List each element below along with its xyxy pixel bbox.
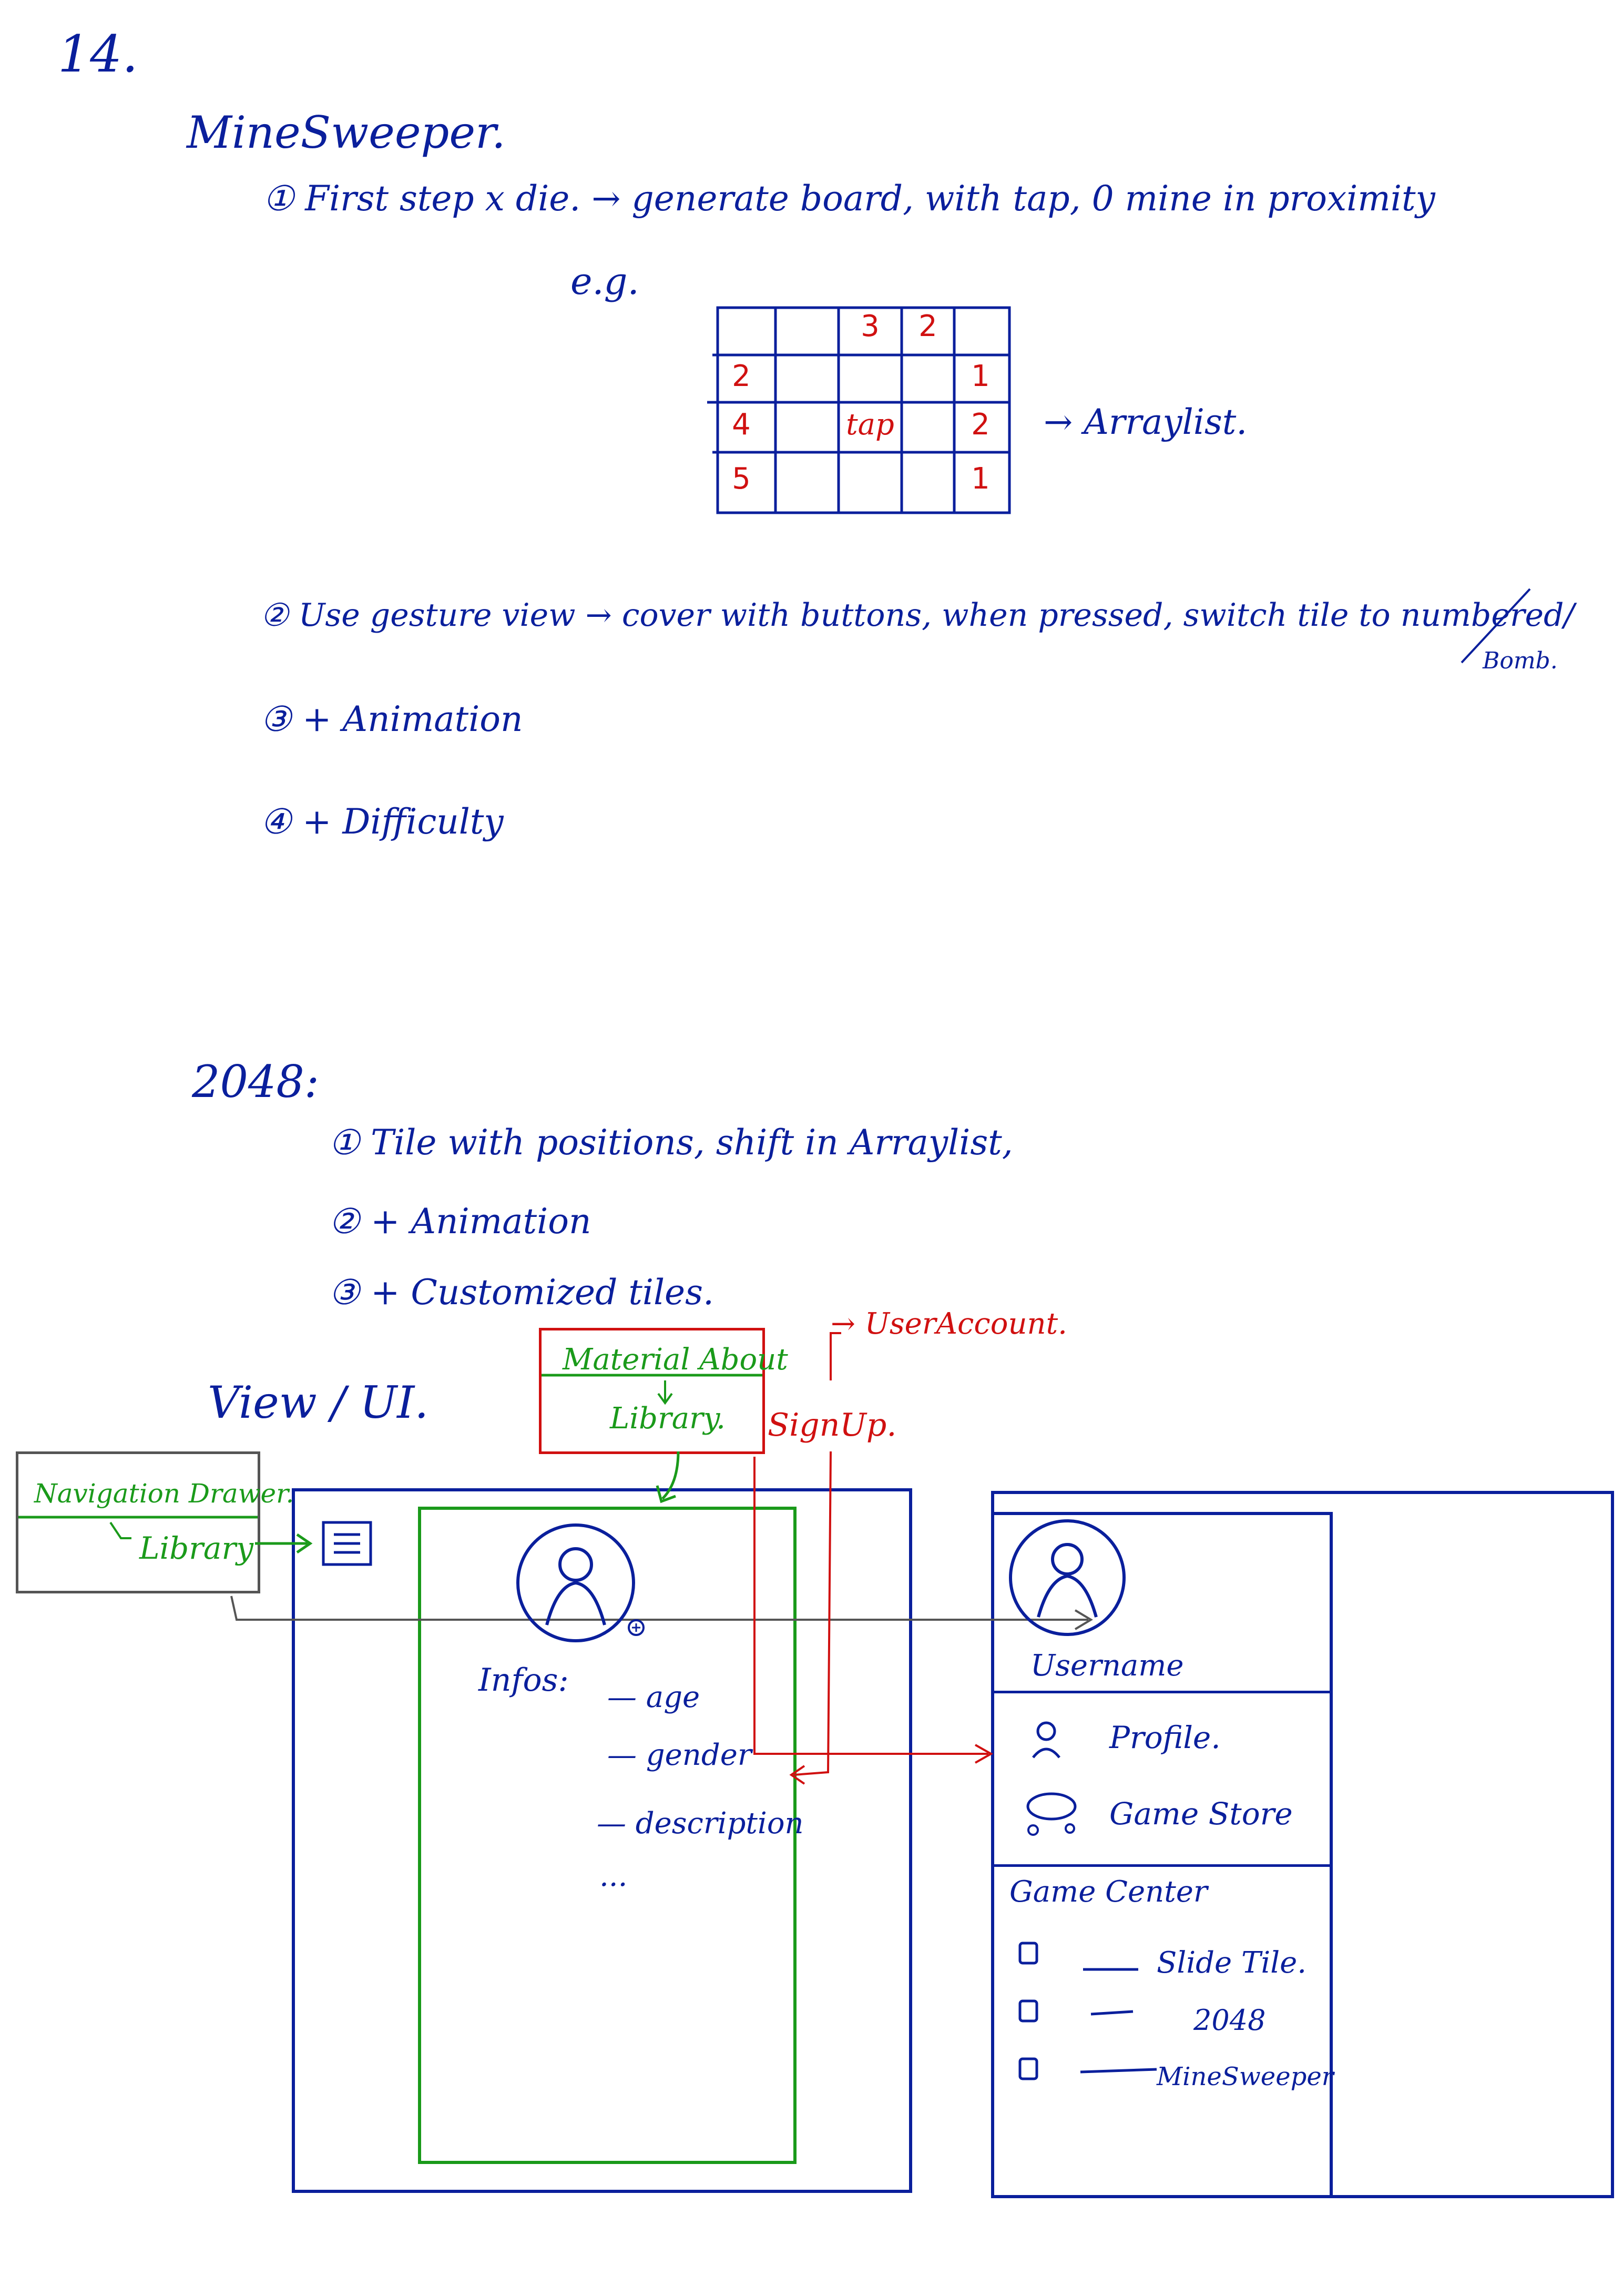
arraylist-note: → Arraylist. bbox=[1044, 402, 1248, 442]
game-2048-step-1: ① Tile with positions, shift in Arraylis… bbox=[329, 1122, 1013, 1163]
info-item-age: — age bbox=[607, 1680, 700, 1714]
drawer-game-minesweeper[interactable]: MineSweeper bbox=[1157, 2062, 1334, 2091]
drawer-item-profile[interactable]: Profile. bbox=[1109, 1720, 1221, 1755]
material-about-annotation: Material About Library. bbox=[539, 1328, 788, 1454]
minesweeper-step-1: ① First step x die. → generate board, wi… bbox=[263, 178, 1435, 219]
grid-cell: 1 bbox=[971, 461, 990, 496]
drawer-game-center-heading: Game Center bbox=[1009, 1875, 1208, 1909]
drawer-panel bbox=[991, 1512, 1333, 2198]
game-2048-title: 2048: bbox=[192, 1056, 320, 1108]
info-item-description: — description bbox=[597, 1806, 804, 1841]
example-board-grid: 3 2 2 1 4 tap 2 5 1 bbox=[712, 305, 1007, 515]
drawer-divider-top bbox=[994, 1691, 1330, 1693]
checkbox-icon bbox=[1018, 2057, 1038, 2080]
arrow-signup-to-infos bbox=[789, 1451, 832, 1785]
grid-cell: 3 bbox=[861, 309, 880, 343]
material-library-label: Library. bbox=[610, 1401, 726, 1436]
grid-cell: 5 bbox=[732, 461, 751, 496]
drawer-item-game-store[interactable]: Game Store bbox=[1109, 1796, 1293, 1832]
user-avatar-icon[interactable] bbox=[515, 1522, 652, 1643]
checkbox-icon bbox=[1018, 1999, 1038, 2023]
arrow-to-user-account bbox=[830, 1332, 841, 1380]
user-account-label: → UserAccount. bbox=[831, 1307, 1067, 1341]
grid-cell: 2 bbox=[732, 359, 751, 393]
hamburger-menu-icon[interactable] bbox=[321, 1520, 373, 1567]
grid-cell-tap: tap bbox=[846, 408, 894, 442]
checkbox-icon bbox=[1018, 1942, 1038, 1965]
info-item-gender: — gender bbox=[607, 1738, 752, 1772]
grid-cell: 2 bbox=[971, 408, 990, 442]
arrow-material-to-panel bbox=[656, 1451, 680, 1503]
grid-cell: 4 bbox=[732, 408, 751, 442]
minesweeper-step-2: ② Use gesture view → cover with buttons,… bbox=[260, 597, 1575, 634]
phone-frame-main bbox=[292, 1488, 912, 2193]
arrow-signup-to-drawer bbox=[753, 1457, 994, 1764]
arrow-nav-inner bbox=[109, 1521, 131, 1539]
game-2048-step-2: ② + Animation bbox=[329, 1201, 591, 1242]
grid-cell: 2 bbox=[918, 309, 937, 343]
drawer-game-slide-tile[interactable]: Slide Tile. bbox=[1157, 1946, 1307, 1980]
page-number: 14. bbox=[58, 25, 138, 84]
game-list-marks bbox=[1018, 1942, 1157, 2080]
phone-frame-drawer bbox=[991, 1491, 1614, 2198]
minesweeper-step-3: ③ + Animation bbox=[260, 699, 523, 739]
example-label: e.g. bbox=[570, 260, 639, 303]
view-ui-title: View / UI. bbox=[208, 1377, 429, 1428]
material-about-label: Material About bbox=[563, 1343, 788, 1377]
minesweeper-step-2-tail: Bomb. bbox=[1483, 647, 1558, 674]
plus-circle-icon[interactable] bbox=[628, 1620, 649, 1641]
drawer-game-2048[interactable]: 2048 bbox=[1193, 2004, 1266, 2037]
arrow-material-inner bbox=[657, 1380, 673, 1405]
example-board-lines bbox=[707, 306, 1011, 514]
info-item-more: ... bbox=[599, 1859, 628, 1893]
arrow-nav-to-menu bbox=[255, 1533, 313, 1554]
game-2048-step-3: ③ + Customized tiles. bbox=[329, 1272, 714, 1313]
grid-cell: 1 bbox=[971, 359, 990, 393]
infos-label: Infos: bbox=[478, 1662, 569, 1699]
nav-drawer-annotation: Navigation Drawer. Library bbox=[16, 1451, 294, 1593]
minesweeper-step-4: ④ + Difficulty bbox=[260, 801, 504, 842]
arrow-nav-to-drawer bbox=[230, 1596, 1093, 1630]
minesweeper-title: MineSweeper. bbox=[187, 107, 506, 158]
about-content-panel bbox=[418, 1507, 797, 2164]
drawer-avatar-icon[interactable] bbox=[1007, 1517, 1128, 1638]
signup-label: SignUp. bbox=[768, 1407, 897, 1444]
drawer-divider-bottom bbox=[994, 1864, 1330, 1867]
speech-bubble-icon bbox=[1026, 1792, 1077, 1836]
slash-mark bbox=[1461, 588, 1531, 664]
person-icon bbox=[1032, 1721, 1060, 1759]
nav-drawer-library: Library bbox=[139, 1530, 253, 1566]
drawer-username[interactable]: Username bbox=[1030, 1649, 1184, 1683]
nav-drawer-label: Navigation Drawer. bbox=[34, 1478, 294, 1509]
